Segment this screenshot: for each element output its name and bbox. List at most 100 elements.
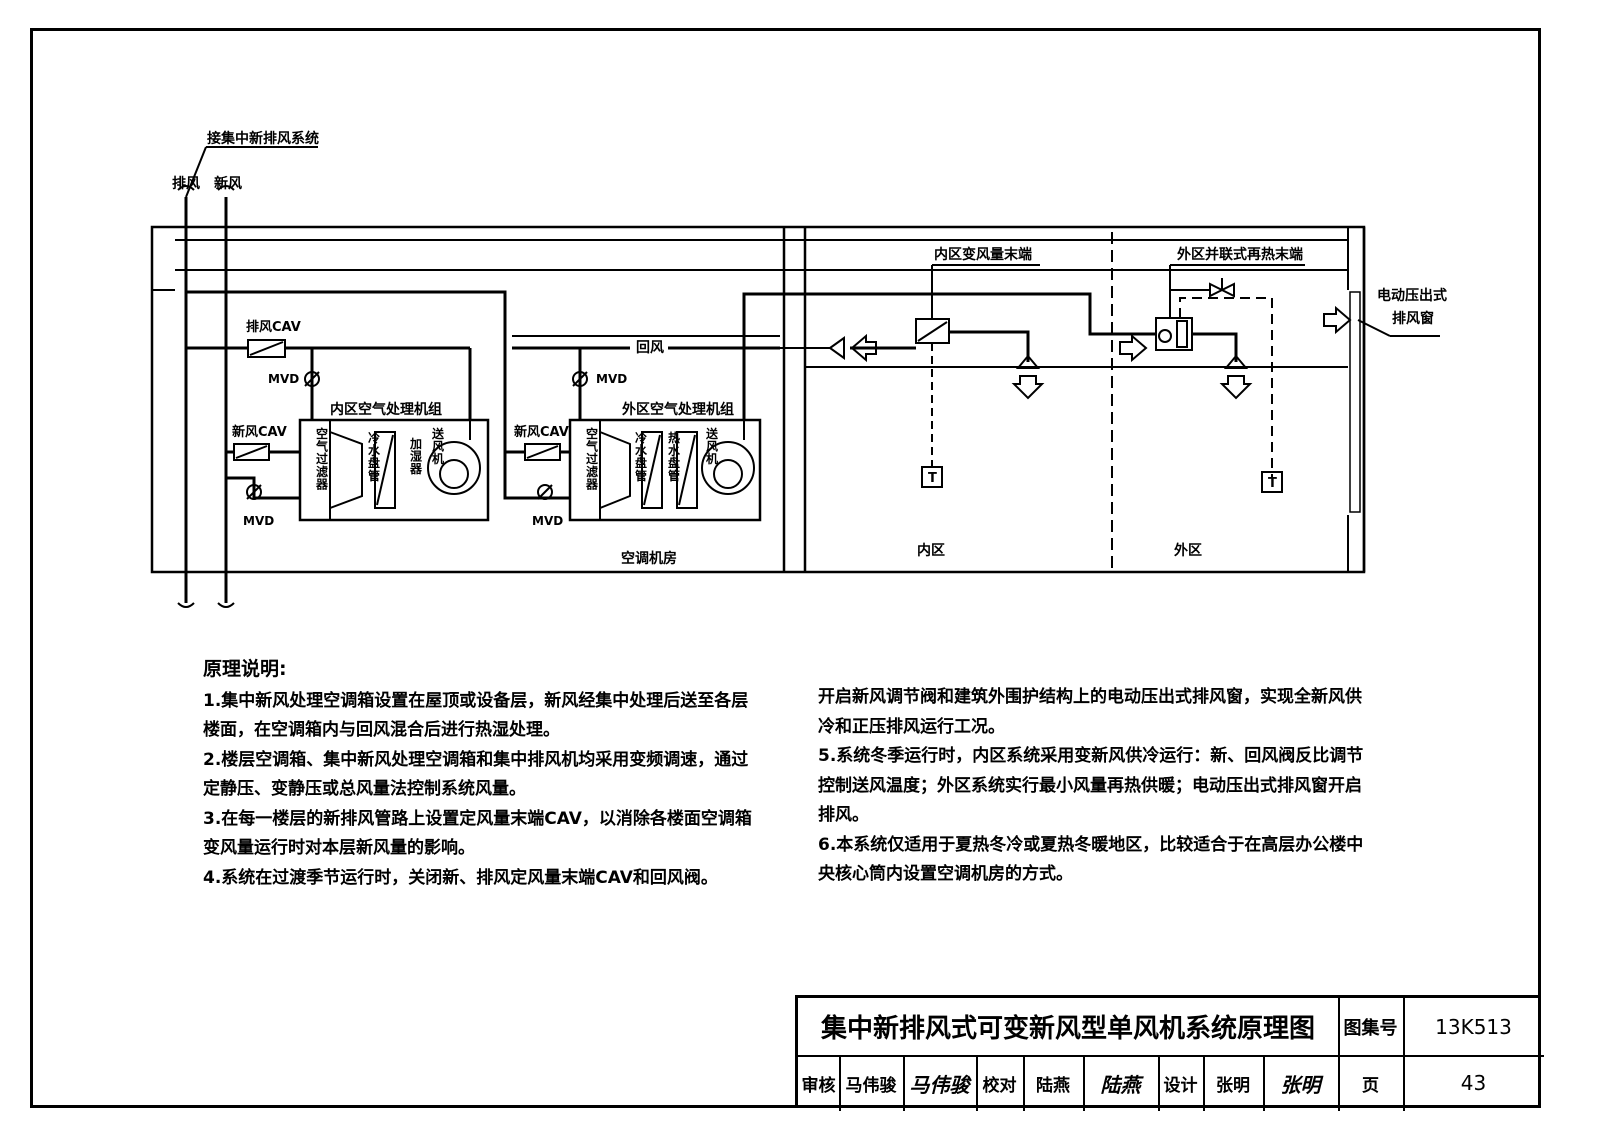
inner-vav-label: 内区变风量末端 (934, 246, 1032, 263)
inner-ahu-box (298, 418, 490, 522)
checker-signature: 陆燕 (1100, 1072, 1141, 1097)
return-air-label: 回风 (636, 340, 664, 356)
mvd-label: MVD (243, 514, 274, 528)
return-arrow (850, 333, 877, 363)
reheat-fan (1158, 329, 1172, 343)
fresh-branch-mvd (503, 478, 570, 500)
hot-water-pipe (1169, 289, 1210, 318)
designer-name: 张明 (1216, 1075, 1250, 1096)
diffuser (1015, 354, 1041, 369)
reviewer-name: 马伟骏 (845, 1075, 897, 1096)
mvd-label: MVD (596, 372, 627, 386)
relief-window-label: 电动压出式 (1377, 287, 1447, 304)
cooling-coil-label: 冷水盘管 (368, 430, 381, 483)
thermostat-label: T (928, 471, 937, 486)
supply-duct-inner (186, 290, 507, 420)
humidifier-label: 加湿器 (409, 436, 423, 476)
fresh-label: 新风 (214, 175, 242, 192)
supply-arrow (1219, 375, 1253, 400)
relief-window (1349, 291, 1361, 513)
atlas-number: 13K513 (1435, 1014, 1512, 1039)
page-label: 页 (1362, 1075, 1379, 1096)
note-paragraph: 4.系统在过渡季节运行时，关闭新、排风定风量末端CAV和回风阀。 (203, 867, 718, 888)
filter-shape (329, 430, 363, 510)
designer-signature: 张明 (1280, 1072, 1321, 1097)
leader-line (185, 146, 207, 198)
filter-label: 空气过滤器 (585, 426, 599, 491)
coil-diagonal (643, 434, 661, 506)
flow-arrow (1323, 305, 1352, 335)
flow-arrow (1119, 333, 1148, 363)
outer-zone-label: 外区 (1174, 542, 1202, 559)
note-paragraph: 3.在每一楼层的新排风管路上设置定风量末端CAV，以消除各楼面空调箱变风量运行时… (203, 808, 752, 859)
vav-symbol (917, 321, 948, 342)
mvd-symbol (537, 484, 553, 500)
fresh-cav-label: 新风CAV (514, 424, 569, 440)
coil-shape (641, 431, 663, 509)
diffuser (1223, 354, 1249, 369)
coil-shape (676, 431, 698, 509)
inner-zone-label: 内区 (917, 542, 945, 559)
note-paragraph: 5.系统冬季运行时，内区系统采用变新风供冷运行：新、回风阀反比调节控制送风温度；… (818, 746, 1364, 825)
filter-label: 空气过滤器 (315, 426, 329, 491)
mvd-valve (572, 371, 588, 387)
thermostat-label: T (1268, 476, 1277, 491)
mvd-valve (304, 371, 320, 387)
cav-symbol (235, 445, 268, 459)
note-paragraph: 1.集中新风处理空调箱设置在屋顶或设备层，新风经集中处理后送至各层楼面，在空调箱… (203, 690, 749, 741)
checker-name: 陆燕 (1036, 1075, 1070, 1096)
page-number: 43 (1460, 1071, 1487, 1095)
thermostat-box (921, 466, 943, 488)
ahu-room-label: 空调机房 (621, 550, 677, 567)
exhaust-cav (247, 339, 286, 358)
reviewer-signature: 马伟骏 (909, 1072, 970, 1097)
filter-shape (599, 430, 631, 510)
fan-wheel (427, 441, 481, 495)
cav-symbol (526, 445, 559, 459)
mvd-label: MVD (268, 372, 299, 386)
mvd-symbol (246, 484, 262, 500)
relief-window-leader (1357, 319, 1391, 337)
central-system-label: 接集中新排风系统 (207, 130, 319, 147)
outer-ahu-label: 外区空气处理机组 (622, 401, 734, 418)
heating-coil-label: 热水盘管 (668, 430, 681, 483)
reheat-supply (1192, 332, 1238, 362)
cooling-coil-label: 冷水盘管 (635, 430, 648, 483)
fan-wheel (701, 441, 755, 495)
mvd-symbol (572, 371, 588, 387)
reheat-coil (1176, 320, 1188, 348)
fan-label: 送风机 (431, 426, 445, 466)
notes-title: 原理说明: (203, 658, 287, 680)
note-paragraph: 开启新风调节阀和建筑外围护结构上的电动压出式排风窗，实现全新风供冷和正压排风运行… (818, 687, 1362, 737)
fan-hub (439, 459, 469, 489)
review-label: 审核 (801, 1075, 836, 1096)
notes-right-column: 开启新风调节阀和建筑外围护结构上的电动压出式排风窗，实现全新风供冷和正压排风运行… (818, 683, 1378, 890)
drawing-title: 集中新排风式可变新风型单风机系统原理图 (820, 1014, 1315, 1044)
fan-hub (713, 459, 743, 489)
mvd-valve (246, 484, 262, 500)
outer-ahu-box (568, 418, 762, 522)
water-valve (1219, 282, 1235, 298)
fan-label: 送风机 (705, 426, 719, 466)
notes-section: 原理说明: 1.集中新风处理空调箱设置在屋顶或设备层，新风经集中处理后送至各层楼… (203, 655, 1403, 895)
water-valve (1209, 282, 1225, 298)
fresh-branch-mvd (226, 476, 300, 500)
thermostat-box (1261, 471, 1283, 493)
fresh-cav-label: 新风CAV (232, 424, 287, 440)
check-label: 校对 (982, 1075, 1017, 1096)
vav-supply (949, 330, 1030, 362)
inner-ahu-label: 内区空气处理机组 (330, 401, 442, 418)
mvd-valve (537, 484, 553, 500)
return-grille (828, 336, 845, 360)
supply-arrow (1011, 375, 1045, 400)
mvd-label: MVD (532, 514, 563, 528)
atlas-label: 图集号 (1343, 1017, 1398, 1039)
relief-window-label: 排风窗 (1392, 310, 1434, 327)
note-paragraph: 2.楼层空调箱、集中新风处理空调箱和集中排风机均采用变频调速，通过定静压、变静压… (203, 749, 749, 800)
design-label: 设计 (1163, 1075, 1198, 1096)
hot-water-pipe (1179, 297, 1273, 478)
cav-symbol (249, 341, 284, 356)
coil-diagonal (376, 434, 394, 506)
exhaust-label: 排风 (172, 175, 200, 192)
